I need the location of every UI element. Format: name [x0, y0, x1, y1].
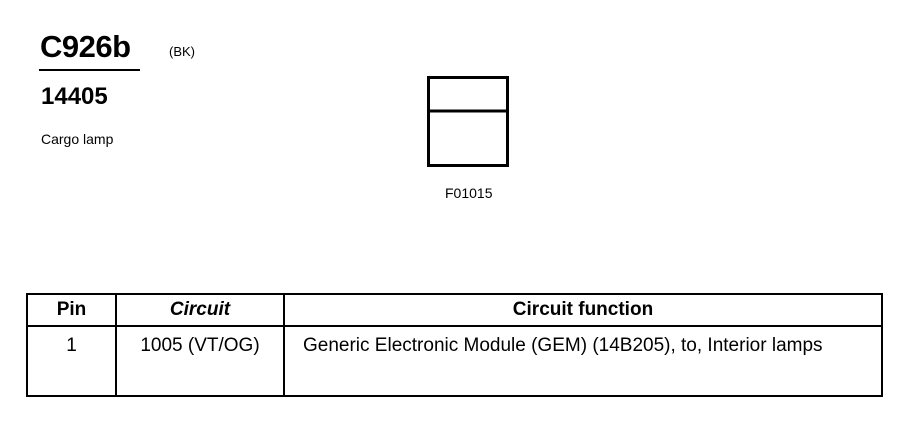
pin-cell: 1 [26, 325, 117, 397]
figure-reference: F01015 [445, 185, 493, 201]
pin-table: Pin Circuit Circuit function 1 1005 (VT/… [26, 293, 883, 397]
function-cell: Generic Electronic Module (GEM) (14B205)… [283, 325, 883, 397]
connector-color: (BK) [169, 44, 195, 59]
function-column-header: Circuit function [283, 293, 883, 327]
connector-id: C926b [40, 29, 131, 64]
connector-id-underline [39, 69, 140, 71]
connector-face-diagram [427, 76, 509, 167]
pin-column-header: Pin [26, 293, 117, 327]
table-row: 1 1005 (VT/OG) Generic Electronic Module… [26, 325, 883, 397]
connector-outline [427, 76, 509, 167]
component-name: Cargo lamp [41, 131, 114, 147]
circuit-cell: 1005 (VT/OG) [115, 325, 285, 397]
table-header-row: Pin Circuit Circuit function [26, 293, 883, 327]
part-number: 14405 [41, 83, 108, 110]
circuit-column-header: Circuit [115, 293, 285, 327]
